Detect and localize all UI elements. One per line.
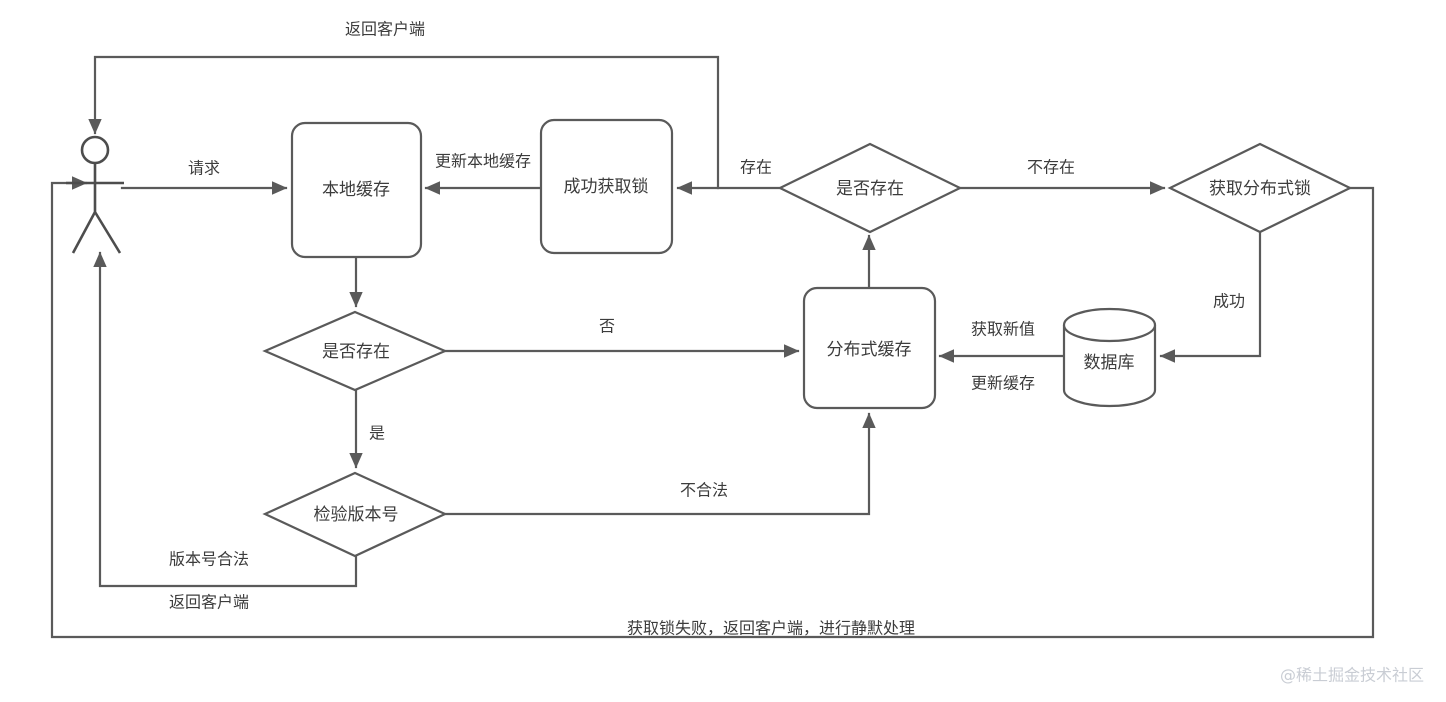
edge-label-exists-yes: 存在 — [740, 158, 772, 177]
edge-label-local-no: 否 — [599, 317, 615, 336]
edge-label-return-client-top: 返回客户端 — [345, 20, 425, 39]
node-distributed-cache-box — [802, 286, 937, 410]
edge-version-valid-return — [93, 251, 358, 588]
node-exists-local-label: 是否存在 — [322, 342, 390, 362]
node-database-label: 数据库 — [1084, 353, 1135, 373]
node-local-cache-box — [290, 121, 423, 259]
node-local-cache[interactable]: 本地缓存 — [290, 121, 423, 259]
edge-version-invalid — [443, 412, 876, 516]
node-acquire-lock-success-box — [539, 118, 674, 255]
edge-lock-failed-return — [50, 176, 1375, 639]
node-distributed-cache-label: 分布式缓存 — [827, 340, 912, 360]
actor-head-icon — [80, 135, 110, 165]
node-database-cylinder-icon — [1062, 325, 1157, 408]
node-acquire-lock-success-label: 成功获取锁 — [564, 177, 649, 197]
node-acquire-distributed-lock[interactable]: 获取分布式锁 — [1167, 142, 1353, 234]
node-acquire-distributed-lock-label: 获取分布式锁 — [1209, 179, 1311, 199]
node-exists-distributed[interactable]: 是否存在 — [777, 142, 963, 234]
edge-label-lock-success: 成功 — [1213, 292, 1245, 311]
edge-return-client-top — [88, 55, 720, 190]
node-check-version-label: 检验版本号 — [314, 505, 399, 525]
node-exists-distributed-label: 是否存在 — [836, 179, 904, 199]
edge-label-local-yes: 是 — [369, 424, 385, 443]
edge-label-return-client-bottom: 返回客户端 — [169, 593, 249, 612]
edge-label-exists-no: 不存在 — [1027, 158, 1075, 177]
node-database-top-icon — [1062, 307, 1157, 343]
watermark: @稀土掘金技术社区 — [1280, 666, 1424, 685]
node-exists-local-diamond — [262, 310, 448, 392]
node-acquire-lock-success[interactable]: 成功获取锁 — [539, 118, 674, 255]
edge-label-version-invalid: 不合法 — [680, 481, 728, 500]
node-exists-distributed-diamond — [777, 142, 963, 234]
node-exists-local[interactable]: 是否存在 — [262, 310, 448, 392]
node-check-version[interactable]: 检验版本号 — [262, 471, 448, 558]
edge-lock-success — [1159, 229, 1262, 363]
node-database[interactable]: 数据库 — [1062, 307, 1157, 408]
node-distributed-cache[interactable]: 分布式缓存 — [802, 286, 937, 410]
actor-client[interactable] — [66, 135, 124, 254]
node-acquire-distributed-lock-diamond — [1167, 142, 1353, 234]
node-local-cache-label: 本地缓存 — [322, 180, 390, 200]
edge-label-update-cache: 更新缓存 — [971, 374, 1035, 393]
edge-label-version-valid: 版本号合法 — [169, 550, 249, 569]
edge-label-update-local-cache: 更新本地缓存 — [435, 152, 531, 171]
node-check-version-diamond — [262, 471, 448, 558]
edge-label-request: 请求 — [188, 159, 220, 178]
edge-label-lock-failed: 获取锁失败，返回客户端，进行静默处理 — [627, 619, 915, 638]
edge-label-get-new-value: 获取新值 — [971, 320, 1035, 339]
actor-body-icon — [66, 163, 124, 254]
